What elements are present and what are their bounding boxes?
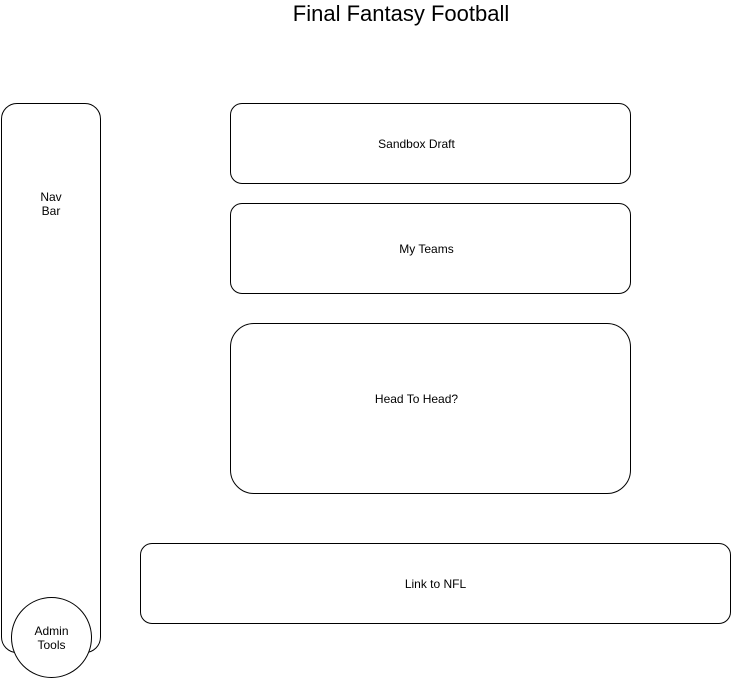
- nav-bar-label: Nav Bar: [40, 190, 62, 218]
- link-to-nfl-button[interactable]: Link to NFL: [140, 543, 731, 624]
- page-title: Final Fantasy Football: [292, 1, 510, 26]
- admin-tools-button[interactable]: Admin Tools: [11, 597, 92, 678]
- head-to-head-label: Head To Head?: [374, 391, 459, 406]
- sandbox-draft-label: Sandbox Draft: [378, 136, 455, 151]
- my-teams-label: My Teams: [399, 241, 454, 256]
- my-teams-button[interactable]: My Teams: [230, 203, 631, 294]
- sandbox-draft-button[interactable]: Sandbox Draft: [230, 103, 631, 184]
- nav-bar[interactable]: Nav Bar Admin Tools: [1, 103, 101, 678]
- link-to-nfl-label: Link to NFL: [404, 576, 467, 591]
- head-to-head-button[interactable]: Head To Head?: [230, 323, 631, 494]
